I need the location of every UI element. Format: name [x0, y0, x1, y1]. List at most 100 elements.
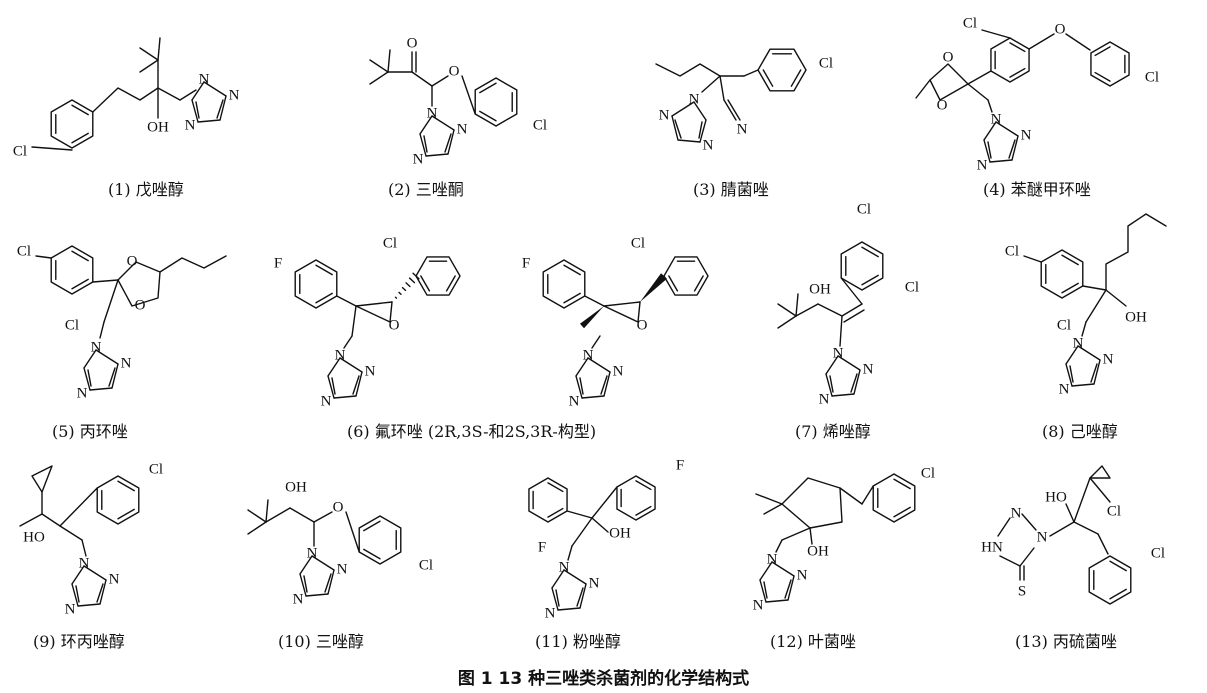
caption-2: (2) 三唑酮: [388, 180, 464, 199]
atom-label: N: [321, 393, 332, 409]
atom-label: N: [613, 363, 624, 379]
atom-label: OH: [809, 281, 831, 297]
atom-label: N: [1059, 381, 1070, 397]
atom-label: N: [797, 567, 808, 583]
atom-label: N: [79, 555, 90, 571]
atom-label: Cl: [631, 235, 645, 251]
atom-label: N: [703, 137, 714, 153]
atom-label: O: [389, 317, 400, 333]
atom-label: N: [1037, 529, 1048, 545]
caption-8: (8) 己唑醇: [1042, 422, 1118, 441]
atom-label: Cl: [533, 117, 547, 133]
caption-5: (5) 丙环唑: [52, 422, 128, 441]
caption-10: (10) 三唑醇: [278, 632, 364, 651]
atom-label: Cl: [1151, 545, 1165, 561]
atom-label: O: [937, 97, 948, 113]
atom-label: N: [77, 385, 88, 401]
atom-label: O: [407, 35, 418, 51]
atom-label: N: [819, 391, 830, 407]
atom-label: N: [753, 597, 764, 613]
atom-label: OH: [285, 479, 307, 495]
caption-12: (12) 叶菌唑: [770, 632, 856, 651]
atom-label: N: [589, 575, 600, 591]
atom-label: N: [559, 559, 570, 575]
atom-label: N: [569, 393, 580, 409]
atom-label: N: [1011, 505, 1022, 521]
atom-label: Cl: [1005, 243, 1019, 259]
atom-label: Cl: [13, 143, 27, 159]
atom-label: O: [1055, 21, 1066, 37]
atom-label: Cl: [1057, 317, 1071, 333]
atom-label: Cl: [1145, 69, 1159, 85]
atom-label: O: [943, 49, 954, 65]
atom-label: N: [337, 561, 348, 577]
caption-6: (6) 氟环唑 (2R,3S-和2S,3R-构型): [347, 422, 597, 441]
atom-label: N: [1073, 335, 1084, 351]
atom-label: N: [991, 111, 1002, 127]
atom-label: OH: [807, 543, 829, 559]
atom-label: O: [333, 499, 344, 515]
atom-label: Cl: [149, 461, 163, 477]
atom-label: N: [307, 545, 318, 561]
atom-label: O: [135, 297, 146, 313]
atom-label: S: [1018, 583, 1026, 599]
atom-label: N: [1021, 127, 1032, 143]
atom-label: N: [65, 601, 76, 617]
atom-label: N: [583, 347, 594, 363]
atom-label: Cl: [819, 55, 833, 71]
atom-label: N: [767, 551, 778, 567]
atom-label: Cl: [963, 15, 977, 31]
atom-label: N: [457, 121, 468, 137]
atom-label: Cl: [17, 243, 31, 259]
atom-label: O: [637, 317, 648, 333]
caption-7: (7) 烯唑醇: [795, 422, 871, 441]
atom-label: N: [293, 591, 304, 607]
atom-label: Cl: [1107, 503, 1121, 519]
atom-label: Cl: [905, 279, 919, 295]
atom-label: N: [545, 605, 556, 621]
atom-label: N: [185, 117, 196, 133]
atom-label: N: [413, 151, 424, 167]
atom-label: Cl: [383, 235, 397, 251]
atom-label: O: [127, 253, 138, 269]
atom-label: HN: [981, 539, 1003, 555]
atom-label: N: [1103, 351, 1114, 367]
atom-label: N: [689, 91, 700, 107]
atom-label: N: [863, 361, 874, 377]
atom-label: N: [977, 157, 988, 173]
atom-label: Cl: [419, 557, 433, 573]
atom-label: N: [335, 347, 346, 363]
atom-label: F: [538, 539, 546, 555]
atom-label: N: [833, 345, 844, 361]
atom-label: Cl: [857, 201, 871, 217]
caption-3: (3) 腈菌唑: [693, 180, 769, 199]
figure-title: 图 1 13 种三唑类杀菌剂的化学结构式: [457, 669, 750, 689]
atom-label: N: [109, 571, 120, 587]
atom-label: Cl: [65, 317, 79, 333]
atom-label: F: [274, 255, 282, 271]
atom-label: N: [737, 121, 748, 137]
atom-label: N: [659, 107, 670, 123]
atom-label: F: [522, 255, 530, 271]
atom-label: N: [427, 105, 438, 121]
structure-6-b: F ClO N N N: [522, 235, 709, 409]
atom-label: N: [121, 355, 132, 371]
atom-label: O: [449, 63, 460, 79]
atom-label: N: [199, 71, 210, 87]
atom-label: HO: [1045, 489, 1067, 505]
atom-label: F: [676, 457, 684, 473]
structure-3: ClN N N N: [655, 48, 833, 153]
caption-13: (13) 丙硫菌唑: [1015, 632, 1117, 651]
